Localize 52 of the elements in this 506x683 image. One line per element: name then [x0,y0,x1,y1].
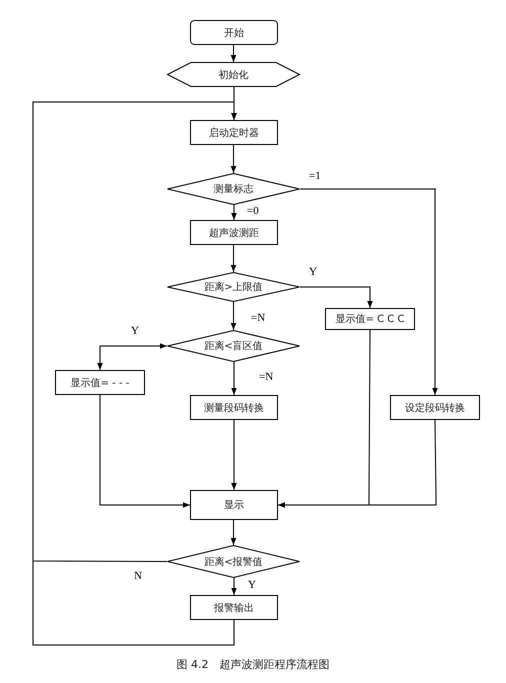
start-terminal [190,20,278,45]
arrow [300,188,438,396]
decision-diamond [167,173,300,205]
arrow [32,102,237,646]
edge-label: =N [250,312,266,324]
arrow [100,394,190,508]
decision-diamond [167,545,300,578]
arrow [97,343,168,370]
arrow [230,520,236,546]
node-text: 启动定时器 [209,126,259,140]
arrow [231,578,237,596]
edge-label: =N [258,371,274,383]
process-box [325,308,415,330]
node-text: 测量标志 [214,182,254,196]
arrow [230,244,236,272]
node-text: 初始化 [218,68,248,82]
figure-caption: 图 4.2 超声波测距程序流程图 [176,657,330,672]
process-box [190,395,278,420]
preparation-hexagon [167,62,300,87]
decision-diamond [167,272,300,302]
process-box [190,220,278,245]
edge-label: N [133,570,143,582]
process-box [190,120,278,145]
node-text: 显示值= - - - [70,376,130,390]
arrow [230,44,236,62]
process-box [190,490,278,520]
edge-label: Y [308,266,318,278]
arrow [231,362,237,396]
process-box [190,595,278,620]
process-box [55,370,145,395]
process-box [390,395,480,420]
arrow [278,420,436,508]
edge-label: =0 [246,205,260,217]
arrow [231,420,237,490]
node-text: 开始 [224,26,244,40]
node-text: 报警输出 [214,602,254,614]
node-text: 设定段码转换 [405,402,465,414]
edge-label: Y [247,579,257,591]
edge-label: Y [130,325,140,337]
node-text: 距离<报警值 [204,556,263,568]
arrow [300,286,373,308]
arrow [230,144,236,174]
arrow [231,204,237,220]
edge-label: =1 [308,170,322,182]
arrow [230,302,236,330]
node-text: 测量段码转换 [204,402,264,414]
decision-diamond [167,330,300,362]
node-text: 显示值= C C C [336,313,404,326]
node-text: 距离>上限值 [204,280,263,294]
node-text: 显示 [224,499,244,512]
node-text: 超声波测距 [209,226,259,240]
node-text: 距离<盲区值 [204,340,263,353]
